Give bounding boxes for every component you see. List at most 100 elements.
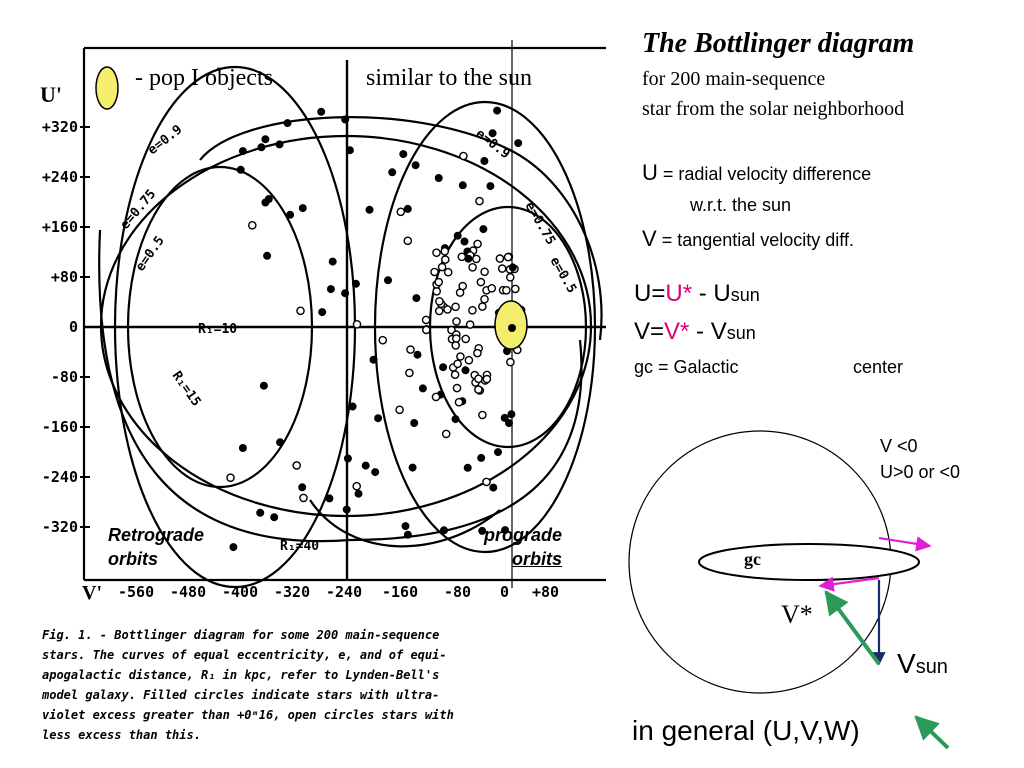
v-axis-title: V' [82, 582, 102, 604]
filled-star-point [361, 461, 370, 470]
open-star-point [510, 284, 520, 294]
filled-star-point [263, 251, 272, 260]
open-star-point [396, 207, 406, 217]
filled-star-point [401, 522, 410, 531]
open-star-point [453, 359, 462, 369]
open-star-point [421, 315, 431, 325]
open-star-point [459, 151, 468, 161]
open-star-point [480, 267, 489, 277]
open-star-point [454, 397, 464, 407]
open-star-point [456, 352, 465, 361]
filled-star-point [298, 483, 307, 492]
open-star-point [378, 335, 388, 345]
open-star-point [452, 383, 462, 393]
open-star-point [451, 334, 461, 343]
r-contour-lower [309, 499, 501, 548]
prograde-label: prograde orbits [484, 525, 563, 569]
filled-star-point [354, 489, 363, 498]
filled-star-point [489, 483, 498, 492]
y-tick-label: -240 [41, 468, 78, 486]
filled-star-point [411, 161, 420, 170]
inner-velocity-arrow [818, 576, 880, 592]
y-tick-label: +80 [50, 268, 78, 286]
y-tick-label: +240 [41, 168, 78, 186]
filled-star-point [257, 143, 266, 152]
subtitle-line-2: star from the solar neighborhood [642, 98, 905, 120]
x-tick-label: -160 [382, 583, 419, 601]
open-star-point [432, 286, 442, 296]
filled-star-point [371, 468, 380, 477]
sun-point [508, 324, 516, 332]
filled-star-point [477, 453, 486, 462]
filled-star-point [238, 147, 247, 156]
slide-title: The Bottlinger diagram [642, 28, 915, 59]
open-star-point [474, 385, 483, 394]
open-star-point [465, 320, 475, 329]
filled-star-point [514, 139, 523, 148]
bottlinger-plot: e=0.9 e=0.75 e=0.5 e=0.9 e=0.75 e=0.5 R₁… [80, 40, 606, 589]
filled-star-point [412, 294, 421, 303]
open-star-point [440, 255, 450, 264]
y-tick-label: -160 [41, 418, 78, 436]
x-tick-label: -560 [118, 583, 155, 601]
filled-star-point [478, 526, 487, 535]
filled-star-point [286, 210, 295, 219]
filled-star-point [501, 526, 510, 535]
contour-right-outer [373, 100, 597, 554]
gc-label: gc [744, 549, 761, 569]
open-star-point [505, 272, 515, 282]
filled-star-point [328, 257, 337, 266]
open-star-point [474, 374, 483, 384]
v-definition: V = tangential velocity diff. [642, 226, 854, 251]
retrograde-label: Retrograde orbits [108, 525, 205, 569]
open-star-point [455, 288, 465, 297]
vstar-arrow [824, 590, 881, 666]
filled-star-point [238, 444, 247, 453]
x-tick-label: -80 [444, 583, 472, 601]
filled-star-point [317, 107, 326, 116]
filled-star-point [480, 156, 489, 165]
open-star-point [405, 368, 414, 378]
condition-v: V <0 [880, 436, 918, 456]
v-equation: V=V* - Vsun [634, 318, 756, 345]
open-star-point [352, 481, 362, 491]
x-tick-label: -400 [222, 583, 259, 601]
filled-star-point [464, 254, 473, 263]
open-star-point [226, 473, 235, 483]
contour-left-inner [126, 165, 314, 489]
open-star-point [430, 267, 439, 277]
filled-star-point [403, 530, 412, 539]
open-star-point [503, 252, 513, 262]
filled-star-point [342, 505, 351, 514]
filled-star-point [283, 119, 292, 128]
open-star-point [432, 248, 441, 257]
filled-star-point [413, 350, 422, 359]
filled-star-point [434, 173, 443, 182]
open-star-point [406, 345, 415, 354]
open-star-point [473, 348, 482, 358]
open-star-point [431, 392, 441, 402]
open-star-point [497, 264, 507, 273]
filled-star-point [256, 508, 265, 517]
open-star-point [443, 305, 452, 314]
open-star-point [299, 493, 308, 503]
y-tick-label: +320 [41, 118, 78, 136]
filled-star-point [343, 454, 352, 463]
open-star-point [495, 254, 505, 263]
filled-star-point [261, 135, 270, 144]
filled-star-point [488, 129, 497, 138]
filled-star-point [236, 165, 245, 174]
x-tick-label: 0 [500, 583, 510, 601]
filled-star-point [229, 543, 238, 552]
filled-star-point [276, 438, 285, 447]
x-tick-label: +80 [532, 583, 560, 601]
figure-caption: Fig. 1. - Bottlinger diagram for some 20… [42, 628, 454, 742]
filled-star-point [486, 182, 495, 191]
filled-star-point [351, 279, 360, 288]
filled-star-point [460, 237, 469, 246]
open-star-point [502, 285, 511, 295]
r-contour-10 [99, 134, 593, 518]
open-star-point [476, 277, 486, 287]
u-equation: U=U* - Usun [634, 280, 760, 307]
r-contour-40 [98, 229, 583, 543]
